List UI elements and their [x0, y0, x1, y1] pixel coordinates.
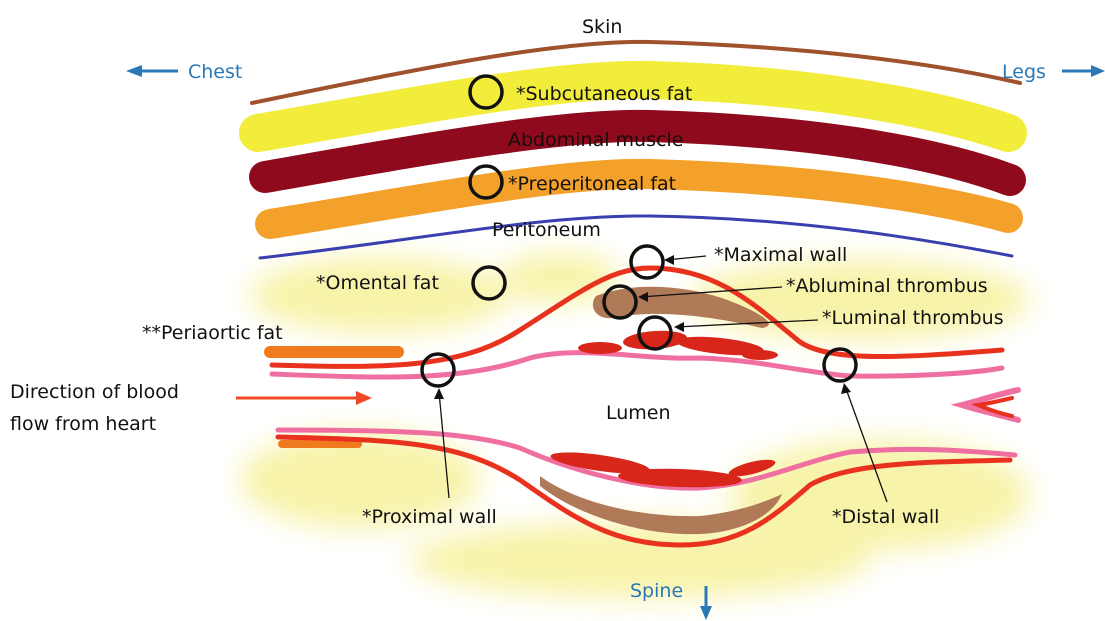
label-distal-wall: *Distal wall	[832, 506, 939, 528]
label-lumen: Lumen	[606, 402, 671, 424]
label-maximal-wall: *Maximal wall	[714, 244, 847, 266]
label-legs: Legs	[1002, 61, 1046, 83]
chest-arrow-icon	[126, 65, 178, 77]
label-luminal-thrombus: *Luminal thrombus	[822, 307, 1004, 329]
distal-vessel-branch	[962, 390, 1018, 420]
legs-arrow-icon	[1062, 65, 1105, 77]
label-abluminal-thrombus: *Abluminal thrombus	[786, 275, 988, 297]
label-preperitoneal-fat: *Preperitoneal fat	[508, 173, 676, 195]
label-blood-flow-line1: Direction of blood	[10, 381, 179, 403]
label-abdominal-muscle: Abdominal muscle	[508, 129, 683, 151]
ring-maximal-wall	[631, 246, 663, 278]
label-omental-fat: *Omental fat	[316, 272, 439, 294]
label-subcutaneous-fat: *Subcutaneous fat	[516, 83, 692, 105]
label-spine: Spine	[630, 580, 683, 602]
label-chest: Chest	[188, 61, 242, 83]
label-proximal-wall: *Proximal wall	[362, 506, 497, 528]
label-periaortic-fat: **Periaortic fat	[142, 322, 283, 344]
label-blood-flow-line2: flow from heart	[10, 413, 156, 435]
label-peritoneum: Peritoneum	[492, 219, 601, 241]
blood-flow-arrow	[236, 391, 372, 405]
label-skin: Skin	[582, 16, 622, 38]
